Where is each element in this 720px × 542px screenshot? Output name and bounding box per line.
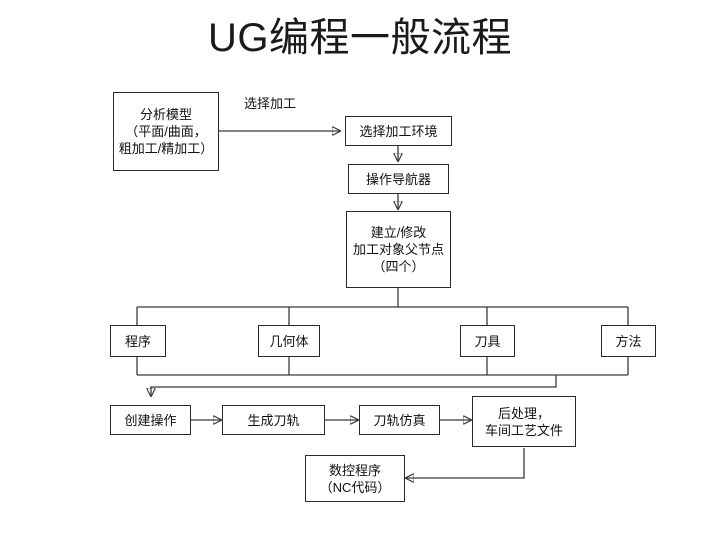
node-nc-program[interactable]: 数控程序 （NC代码） xyxy=(305,455,405,502)
node-create-modify-parent-line1: 建立/修改 xyxy=(370,225,427,240)
node-analyze-model-line3: 粗加工/精加工） xyxy=(118,141,214,156)
node-operation-navigator-label: 操作导航器 xyxy=(365,171,431,187)
node-create-operation-label: 创建操作 xyxy=(124,412,177,428)
node-geometry-label: 几何体 xyxy=(269,333,309,349)
node-create-modify-parent-line3: （四个） xyxy=(372,259,425,274)
node-simulate-toolpath[interactable]: 刀轨仿真 xyxy=(359,405,440,435)
node-method[interactable]: 方法 xyxy=(601,325,656,357)
node-generate-toolpath[interactable]: 生成刀轨 xyxy=(222,405,325,435)
node-select-env[interactable]: 选择加工环境 xyxy=(345,116,452,146)
node-program[interactable]: 程序 xyxy=(110,325,166,357)
node-simulate-toolpath-label: 刀轨仿真 xyxy=(373,412,426,428)
node-generate-toolpath-label: 生成刀轨 xyxy=(247,412,300,428)
page-title: UG编程一般流程 xyxy=(208,16,512,60)
node-geometry[interactable]: 几何体 xyxy=(258,325,320,357)
connector-post-to-nc xyxy=(406,448,525,478)
node-analyze-model[interactable]: 分析模型 （平面/曲面， 粗加工/精加工） xyxy=(113,92,219,171)
node-select-env-label: 选择加工环境 xyxy=(359,123,438,139)
node-post-process-line1: 后处理， xyxy=(497,405,550,421)
node-create-modify-parent-line2: 加工对象父节点 xyxy=(352,242,444,257)
node-nc-program-line1: 数控程序 xyxy=(328,462,381,478)
node-analyze-model-line2: （平面/曲面， xyxy=(125,124,207,139)
node-post-process-line2: 车间工艺文件 xyxy=(484,422,563,438)
node-operation-navigator[interactable]: 操作导航器 xyxy=(348,164,449,194)
node-analyze-model-line1: 分析模型 xyxy=(139,107,192,122)
node-create-modify-parent[interactable]: 建立/修改 加工对象父节点 （四个） xyxy=(346,211,451,288)
node-create-operation[interactable]: 创建操作 xyxy=(110,405,191,435)
node-tool-label: 刀具 xyxy=(474,333,501,349)
node-method-label: 方法 xyxy=(615,333,642,349)
node-program-label: 程序 xyxy=(124,333,151,349)
connector-merge-to-create-operation xyxy=(151,375,557,396)
node-nc-program-line2: （NC代码） xyxy=(319,479,391,495)
node-tool[interactable]: 刀具 xyxy=(460,325,515,357)
node-post-process[interactable]: 后处理， 车间工艺文件 xyxy=(472,396,576,447)
edge-label-select-machining: 选择加工 xyxy=(244,96,297,111)
